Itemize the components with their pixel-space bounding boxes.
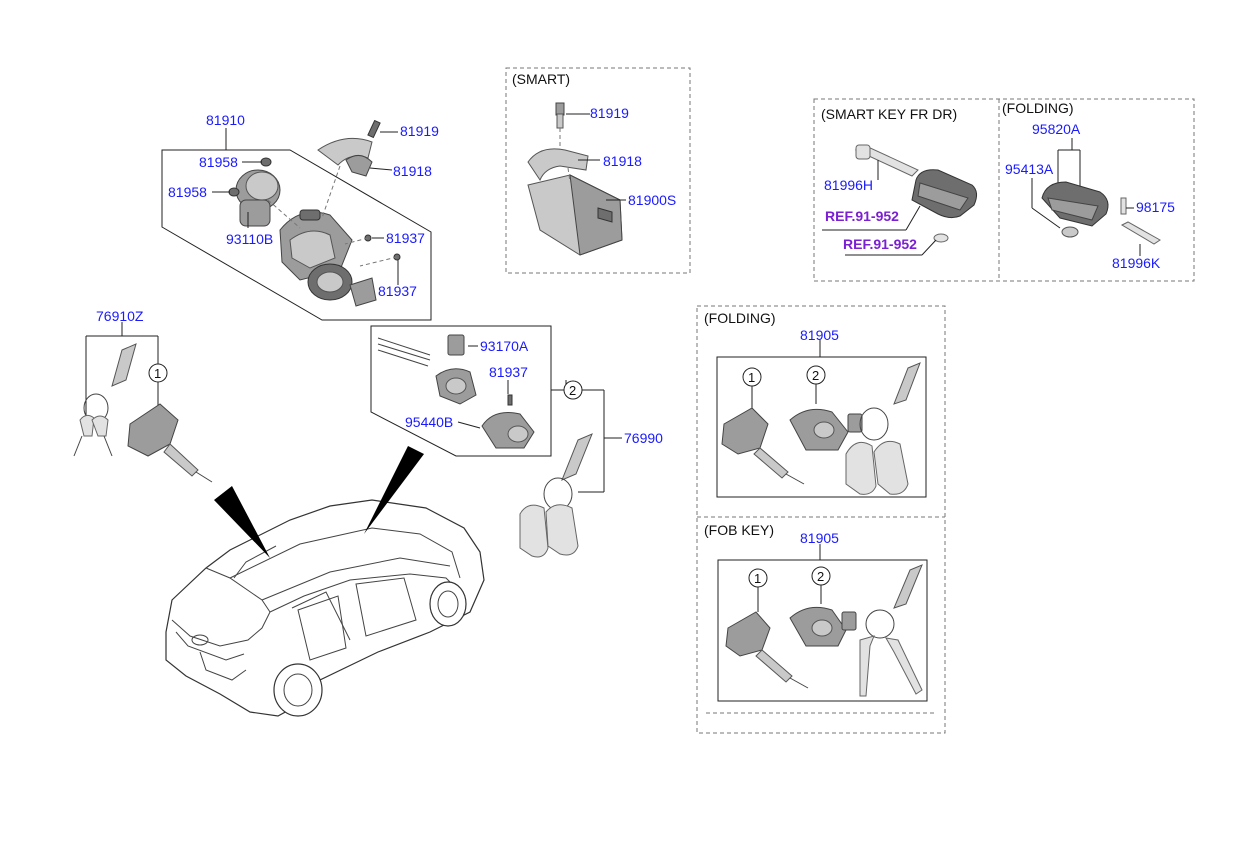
section-title-smart: (SMART) [512,71,570,87]
reference-link-91-952-b[interactable]: REF.91-952 [843,236,917,252]
folding-assembly-group: 1 2 81905 [716,327,927,498]
fob-key-shape-b [545,504,579,556]
section-title-smart-key-fr-dr: (SMART KEY FR DR) [821,106,957,122]
part-label-95413a[interactable]: 95413A [1005,161,1054,177]
smart-section-frame [505,67,691,274]
part-label-81996k[interactable]: 81996K [1112,255,1161,271]
part-label-81910[interactable]: 81910 [206,112,245,128]
folding-fob-section-frame [696,305,946,734]
folding-key-group: 95820A 95413A 98175 81996K [1005,121,1175,271]
reference-link-91-952-a[interactable]: REF.91-952 [825,208,899,224]
callout-number-1-folding: 1 [748,370,755,385]
part-label-81919-a[interactable]: 81919 [400,123,439,139]
part-label-81958-a[interactable]: 81958 [199,154,238,170]
pointer-wedge-center [364,446,424,534]
part-label-95820a[interactable]: 95820A [1032,121,1081,137]
ignition-assembly-frame [161,149,432,321]
part-label-81919-b[interactable]: 81919 [590,105,629,121]
smart-key-fr-dr-group: 81996H REF.91-952 REF.91-952 [822,144,978,256]
vehicle-body [165,499,485,717]
fob-key-assembly-frame [717,559,928,702]
fob-key-assembly-group: 1 2 81905 [717,530,928,702]
part-label-81918-a[interactable]: 81918 [393,163,432,179]
part-label-81918-b[interactable]: 81918 [603,153,642,169]
left-key-lock-group: 1 76910Z [73,308,213,483]
part-label-93170a[interactable]: 93170A [480,338,529,354]
part-label-81996h[interactable]: 81996H [824,177,873,193]
part-label-76910z[interactable]: 76910Z [96,308,144,324]
callout-circle-1-left [148,363,168,383]
callout-number-2-mid: 2 [569,383,576,398]
folding-assembly-frame [716,356,927,498]
ignition-assembly-group: 81910 81919 81918 81958 81958 93110B 819… [161,112,439,321]
smart-key-section-frame [813,98,1195,282]
part-label-81905-fob[interactable]: 81905 [800,530,839,546]
callout-number-1-left: 1 [154,366,161,381]
part-label-81937-a[interactable]: 81937 [386,230,425,246]
part-label-81937-c[interactable]: 81937 [489,364,528,380]
key-tag-shape [111,343,137,387]
fob-key-shape-a [519,504,549,558]
fob-key-76990-group: 2 76990 [519,380,663,558]
callout-number-1-fob: 1 [754,571,761,586]
part-label-81958-b[interactable]: 81958 [168,184,207,200]
callout-circle-2-mid [563,380,583,400]
middle-lock-frame [370,325,552,457]
pointer-wedge-left [214,486,270,558]
part-label-76990[interactable]: 76990 [624,430,663,446]
section-title-fob-key: (FOB KEY) [704,522,774,538]
section-title-folding-top: (FOLDING) [1002,100,1074,116]
callout-number-2-fob: 2 [817,569,824,584]
callout-number-2-folding: 2 [812,368,819,383]
part-label-81937-b[interactable]: 81937 [378,283,417,299]
cover-bracket-shape [317,137,373,166]
part-label-98175[interactable]: 98175 [1136,199,1175,215]
part-label-81905-folding[interactable]: 81905 [800,327,839,343]
part-label-95440b[interactable]: 95440B [405,414,453,430]
part-label-93110b[interactable]: 93110B [226,231,273,247]
vehicle-illustration [165,446,485,717]
section-title-folding-mid: (FOLDING) [704,310,776,326]
middle-lock-group: 93170A 81937 95440B [370,325,552,457]
smart-bracket-shape [527,148,589,182]
smart-section-group: 81919 81918 81900S [527,102,676,256]
part-label-81900s[interactable]: 81900S [628,192,676,208]
